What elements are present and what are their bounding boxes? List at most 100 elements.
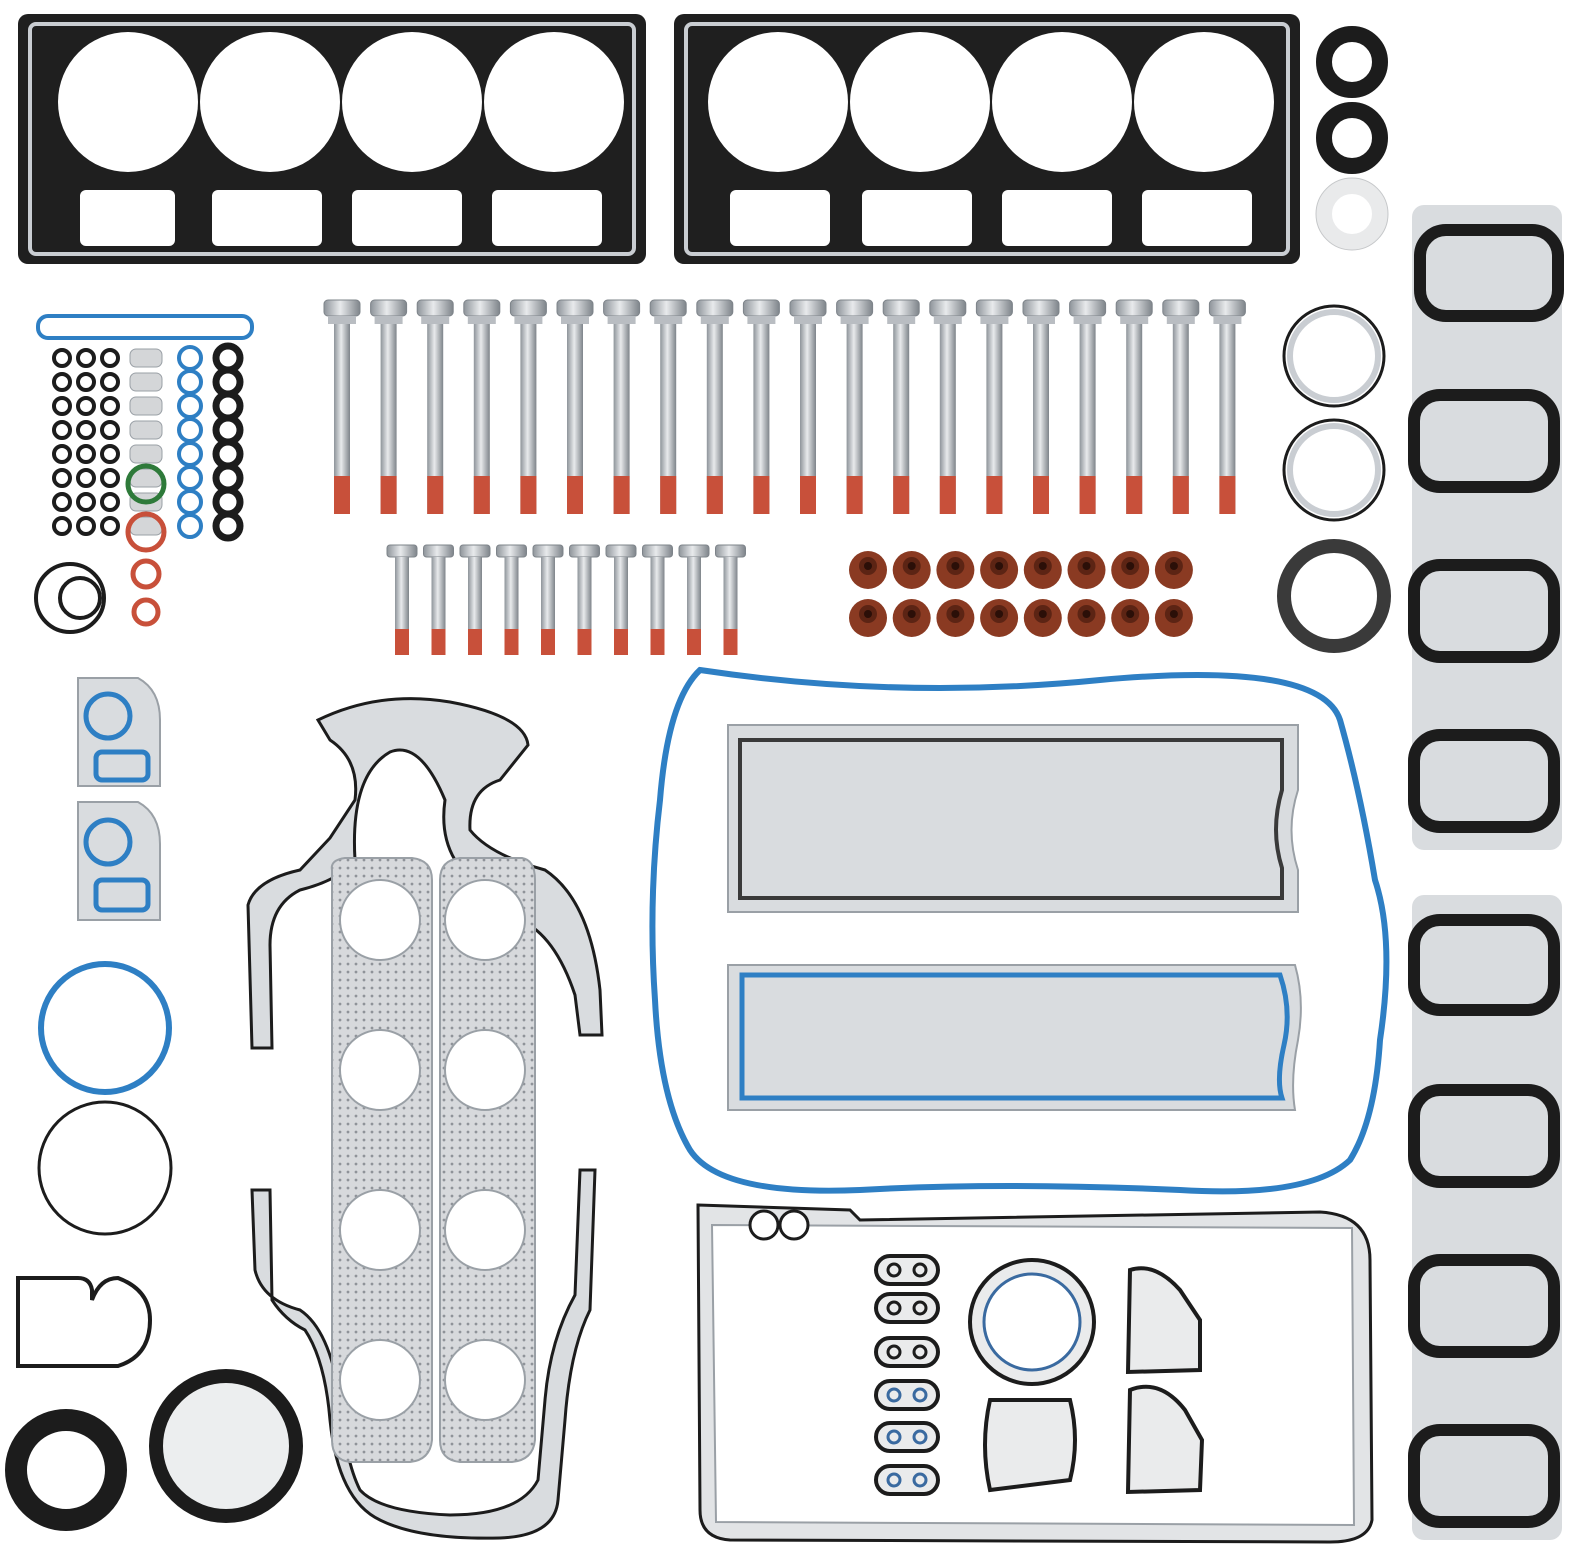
o-ring-black (212, 438, 244, 470)
round-seals-left (5, 961, 303, 1531)
valve-stem-seal (936, 599, 975, 637)
o-ring-small (52, 396, 72, 416)
o-ring-small (100, 516, 120, 536)
valve-stem-seal (1154, 599, 1193, 637)
head-bolt-long (463, 299, 501, 514)
o-ring-small (100, 468, 120, 488)
head-bolt-short (605, 544, 637, 655)
head-bolt-short (386, 544, 418, 655)
head-bolt-short (532, 544, 564, 655)
valve-stem-seal (1023, 551, 1062, 589)
head-gasket-right (674, 14, 1300, 264)
o-ring-washer (129, 348, 163, 368)
head-bolt-long (556, 299, 594, 514)
o-ring-black (212, 390, 244, 422)
valve-stem-seal (1111, 599, 1150, 637)
head-bolt-short (496, 544, 527, 655)
flange-gasket (874, 1336, 940, 1368)
valve-stem-seal (980, 551, 1019, 589)
head-gasket-left (18, 14, 646, 264)
o-ring-black (212, 486, 244, 518)
o-ring-black (212, 414, 244, 446)
o-ring-blue (177, 489, 203, 515)
o-ring-blue (177, 513, 203, 539)
head-bolt-long (696, 299, 734, 514)
o-ring-small (52, 516, 72, 536)
small-seal-group (1315, 26, 1389, 251)
o-ring-small (100, 348, 120, 368)
head-bolts-short (386, 544, 746, 655)
o-ring-small (76, 468, 96, 488)
head-bolt-long (603, 299, 641, 514)
valve-cover-gasket-lower (727, 964, 1302, 1111)
valve-stem-seal (936, 551, 975, 589)
flange-gasket (874, 1464, 940, 1496)
o-ring-small (100, 444, 120, 464)
water-pump-gaskets (77, 677, 161, 921)
o-ring-small (100, 420, 120, 440)
o-ring-small (52, 492, 72, 512)
exhaust-ring-seals (1277, 304, 1391, 653)
o-ring-black (212, 366, 244, 398)
o-ring-small (76, 420, 96, 440)
exhaust-manifold-gasket-right (439, 857, 536, 1463)
o-ring-washer (129, 444, 163, 464)
intake-gasket-strip-upper (1408, 205, 1564, 850)
head-bolt-long (882, 299, 920, 514)
valve-stem-seal (1067, 599, 1106, 637)
head-bolt-long (975, 299, 1013, 514)
head-bolt-long (789, 299, 827, 514)
o-ring-blue (177, 465, 203, 491)
o-ring-black (212, 462, 244, 494)
valve-stem-seal (980, 599, 1019, 637)
valve-stem-seal (849, 599, 887, 637)
valve-stem-seal (1023, 599, 1062, 637)
o-ring-black (212, 342, 244, 374)
o-ring-small (52, 468, 72, 488)
flange-gasket (874, 1421, 940, 1453)
valve-stem-seals (849, 551, 1193, 637)
o-ring-washer (129, 372, 163, 392)
o-ring-washer (129, 396, 163, 416)
head-bolt-long (836, 299, 874, 514)
valve-stem-seal (1067, 551, 1106, 589)
head-bolt-long (742, 299, 780, 514)
o-ring-small (76, 444, 96, 464)
valve-stem-seal (1154, 551, 1193, 589)
valve-stem-seal (849, 551, 887, 589)
o-ring-blue (177, 393, 203, 419)
o-ring-small (76, 372, 96, 392)
o-ring-small (76, 516, 96, 536)
o-ring-small (76, 348, 96, 368)
valve-stem-seal (892, 551, 931, 589)
intake-gasket-strip-lower (1408, 895, 1562, 1540)
head-bolt-short (569, 544, 600, 655)
valley-cover-seal (649, 666, 1390, 1195)
head-bolt-short (678, 544, 710, 655)
head-bolt-short (423, 544, 454, 655)
flange-gasket (874, 1254, 940, 1286)
small-flange-gaskets (874, 1254, 1205, 1496)
head-bolt-long (370, 299, 408, 514)
valve-stem-seal (1111, 551, 1150, 589)
head-bolt-long (323, 299, 361, 514)
head-bolt-long (929, 299, 967, 514)
o-ring-small (76, 492, 96, 512)
o-ring-small (52, 348, 72, 368)
o-ring-small (76, 396, 96, 416)
o-ring-small (52, 372, 72, 392)
head-bolt-long (649, 299, 687, 514)
o-ring-small (52, 444, 72, 464)
head-bolt-long (1022, 299, 1060, 514)
o-ring-blue (177, 417, 203, 443)
head-bolt-short (459, 544, 491, 655)
o-ring-small (52, 420, 72, 440)
exhaust-manifold-gasket-left (330, 857, 433, 1463)
o-ring-small (100, 492, 120, 512)
valve-cover-gasket-upper (727, 724, 1299, 913)
head-bolt-long (1069, 299, 1107, 514)
o-ring-blue (177, 369, 203, 395)
oring-cluster (34, 314, 254, 634)
head-bolt-long (509, 299, 547, 514)
